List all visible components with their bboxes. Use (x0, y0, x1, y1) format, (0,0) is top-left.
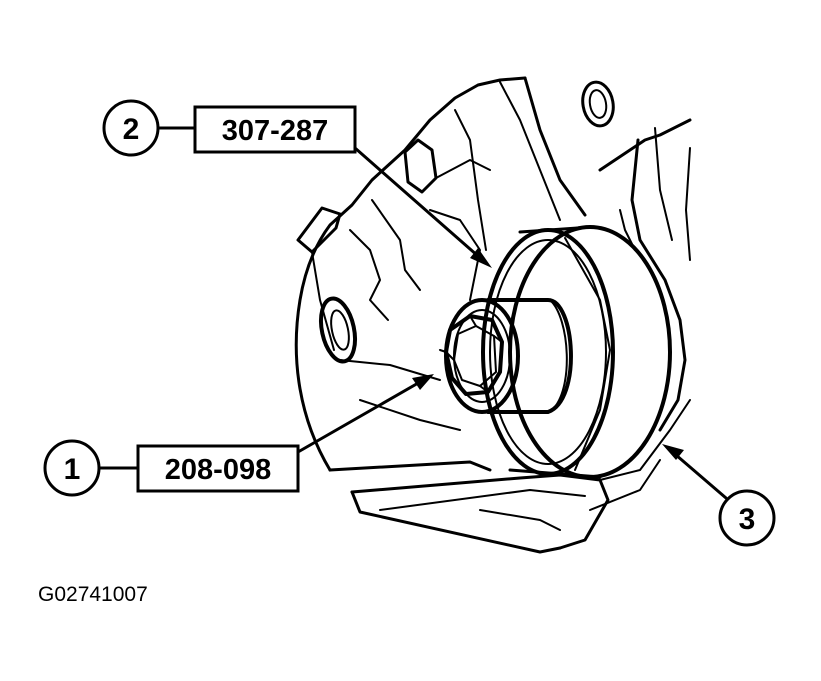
callout-1-tool-number: 208-098 (165, 454, 271, 486)
callout-3-circle (718, 489, 776, 547)
callout-2-number: 2 (123, 113, 140, 146)
figure-id: G02741007 (38, 583, 148, 606)
callout-2-tool-number: 307-287 (222, 115, 328, 147)
callout-3-arrowhead (662, 444, 684, 460)
callout-3-number: 3 (739, 503, 756, 536)
callout-1: 1 208-098 (43, 374, 434, 497)
crankshaft-bolt (439, 314, 504, 396)
callout-2: 2 307-287 (102, 99, 492, 268)
crankshaft-pulley (481, 225, 672, 479)
pulley-hub (444, 298, 573, 414)
callout-2-leader (353, 146, 480, 258)
callout-3: 3 (662, 444, 776, 547)
callout-1-arrowhead (412, 374, 434, 390)
lower-bracket (350, 399, 691, 554)
callout-2-label-box (193, 105, 357, 154)
callout-3-leader (674, 453, 728, 500)
callout-2-arrowhead (470, 248, 492, 268)
callout-1-leader (296, 380, 422, 454)
callout-1-label-box (136, 444, 300, 493)
engine-front-cover (294, 76, 692, 472)
callout-1-number: 1 (64, 453, 81, 486)
